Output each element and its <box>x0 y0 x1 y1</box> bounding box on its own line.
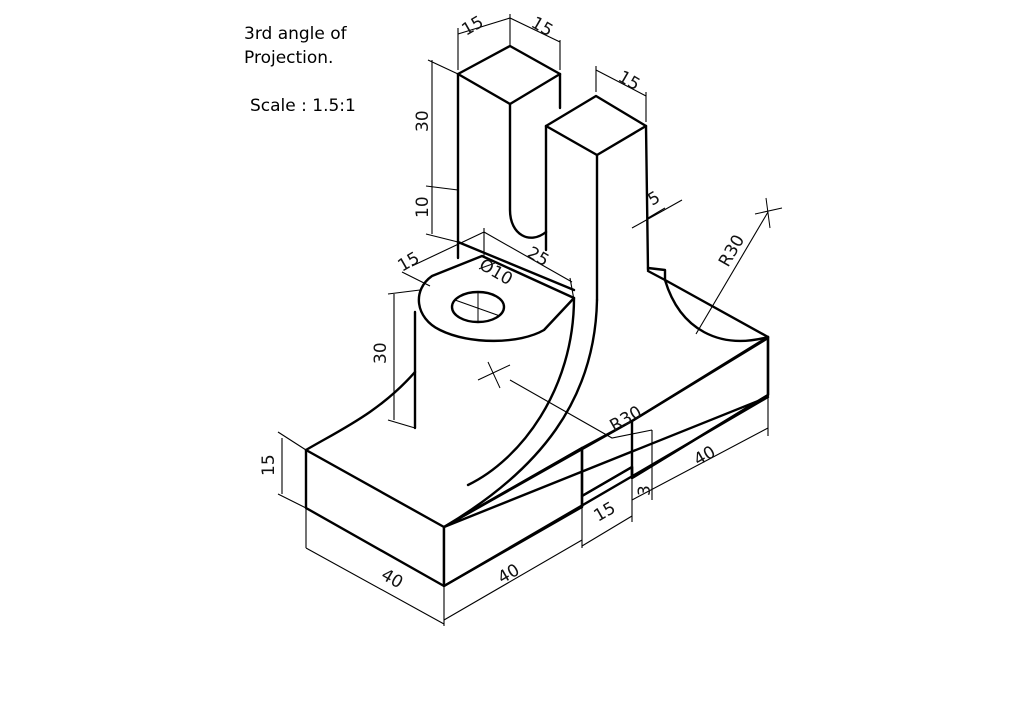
dim-radius-right <box>695 211 769 335</box>
base-top-front-edge <box>442 335 770 529</box>
boss <box>413 254 599 529</box>
dim-radius-center <box>509 379 653 500</box>
base-front-face <box>442 336 770 588</box>
dim-top-extension <box>457 14 561 70</box>
dim-boss-height: 30 <box>371 342 391 364</box>
left-pillar-top <box>456 44 562 106</box>
projection-note: 3rd angle of Projection. <box>244 22 347 70</box>
dim-top-line <box>457 17 561 43</box>
dim-base-front-width: 40 <box>495 560 524 588</box>
arc-center-mark <box>477 361 511 389</box>
hole-centerline <box>454 292 501 322</box>
left-pillar <box>456 44 562 260</box>
projection-note-line-1: 3rd angle of <box>244 24 347 44</box>
dim-base-height <box>277 431 307 509</box>
dim-top-width-left: 15 <box>459 12 488 40</box>
base-top-left-edge <box>304 370 417 452</box>
dim-boss-height <box>387 289 421 429</box>
dim-boss-15 <box>401 228 485 287</box>
right-pillar <box>544 94 650 302</box>
dim-pillar-height <box>425 59 459 243</box>
dim-slot-length: 25 <box>524 243 553 271</box>
dim-right-step <box>631 199 683 229</box>
dim-pillar-height: 30 <box>413 110 433 132</box>
dim-boss-offset: 15 <box>395 248 424 276</box>
scale-note: Scale : 1.5:1 <box>250 96 356 116</box>
groove-edges <box>580 419 634 509</box>
right-fillet-curve <box>663 278 770 342</box>
center-lines <box>454 197 783 389</box>
dim-base-depth <box>305 508 445 626</box>
dim-front-pillar-width: 15 <box>615 67 644 95</box>
projection-note-line-2: Projection. <box>244 48 334 68</box>
base-left-face <box>304 448 446 588</box>
right-arc-center-mark <box>754 197 783 229</box>
dim-top-width-right: 15 <box>528 13 557 41</box>
right-step <box>646 266 667 282</box>
dim-slot-25 <box>483 231 575 301</box>
dim-base-right-width: 40 <box>691 442 720 470</box>
dim-base-front <box>443 478 633 621</box>
boss-front-curve-inner <box>442 298 599 529</box>
dim-radius-right: R30 <box>715 232 749 271</box>
slot-bottom-edge <box>456 240 576 292</box>
base-block <box>304 278 770 588</box>
base-top-right-edge <box>663 278 770 339</box>
dim-base-height: 15 <box>259 454 279 476</box>
right-pillar-right-edge <box>644 124 650 272</box>
dim-slot-height: 10 <box>413 196 433 218</box>
dim-right-top <box>595 66 647 122</box>
left-pillar-center-edge <box>508 102 548 239</box>
dim-base-depth: 40 <box>378 565 407 593</box>
boss-top-face <box>417 254 576 343</box>
dim-groove-depth: 3 <box>635 485 655 496</box>
dim-groove-width: 15 <box>591 498 620 526</box>
dim-base-right <box>631 397 769 501</box>
boss-front-curve <box>466 296 576 487</box>
dimension-lines <box>277 14 769 626</box>
